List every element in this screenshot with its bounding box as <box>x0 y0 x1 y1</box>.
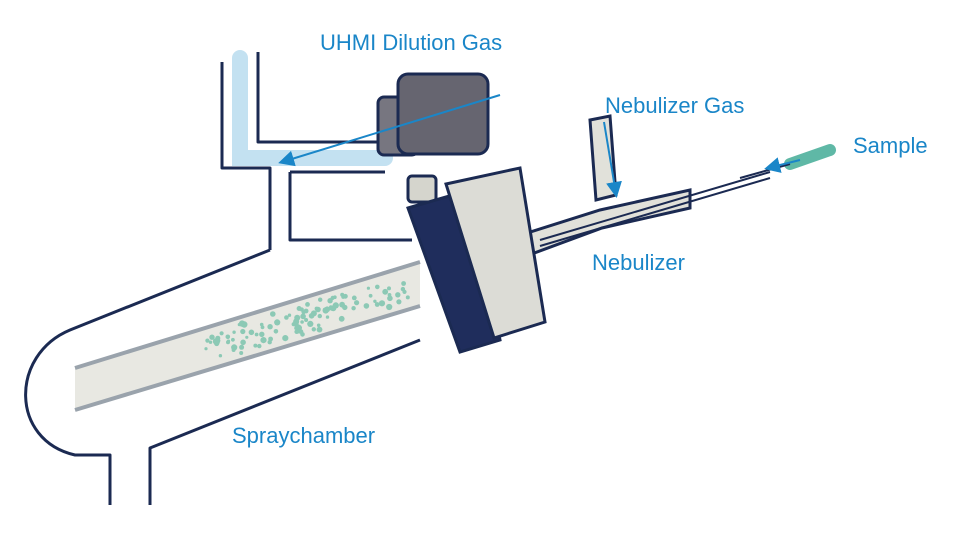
aerosol-droplet <box>209 334 215 340</box>
aerosol-droplet <box>208 340 213 344</box>
aerosol-droplet <box>297 330 301 334</box>
aerosol-droplet <box>260 325 265 330</box>
aerosol-droplet <box>260 337 267 344</box>
aerosol-droplet <box>259 331 265 337</box>
label-nebulizer: Nebulizer <box>592 250 685 275</box>
aerosol-droplet <box>330 305 337 312</box>
aerosol-droplet <box>240 328 246 335</box>
aerosol-droplet <box>300 313 306 320</box>
aerosol-droplet <box>240 339 246 346</box>
end-cap <box>406 166 547 354</box>
aerosol-droplet <box>387 295 393 302</box>
aerosol-droplet <box>354 300 360 306</box>
aerosol-droplet <box>204 347 208 351</box>
aerosol-droplet <box>351 306 356 311</box>
aerosol-droplet <box>395 292 401 298</box>
aerosol-droplet <box>259 322 264 327</box>
aerosol-droplet <box>219 331 224 336</box>
aerosol-droplet <box>238 320 246 327</box>
aerosol-droplet <box>273 329 279 334</box>
aerosol-droplet <box>304 318 309 322</box>
aerosol-droplet <box>374 302 380 307</box>
aerosol-droplet <box>341 295 346 299</box>
aerosol-droplet <box>402 289 407 294</box>
aerosol-droplet <box>215 335 221 341</box>
aerosol-droplet <box>305 302 310 307</box>
aerosol-droplet <box>322 307 329 314</box>
aerosol-droplet <box>282 335 289 342</box>
aerosol-droplet <box>294 326 298 330</box>
dilution-gas-glow <box>232 50 393 166</box>
aerosol-droplet <box>257 343 262 349</box>
aerosol-droplet <box>351 295 357 301</box>
label-sample: Sample <box>853 133 928 158</box>
aerosol-droplet <box>401 281 406 286</box>
nebulizer-assembly <box>503 114 771 264</box>
sample-arrow <box>764 157 801 173</box>
aerosol-droplet <box>239 351 244 355</box>
label-nebulizer-gas: Nebulizer Gas <box>605 93 744 118</box>
aerosol-droplet <box>375 284 380 290</box>
aerosol-droplet <box>339 301 345 308</box>
aerosol-droplet <box>218 354 223 358</box>
dilution-gas-arrow <box>278 94 501 167</box>
aerosol-droplet <box>316 323 321 328</box>
aerosol-droplet <box>325 315 330 319</box>
aerosol-droplet <box>382 288 389 295</box>
aerosol-droplet <box>405 295 410 300</box>
aerosol-droplet <box>368 293 373 298</box>
aerosol-droplet <box>294 314 301 321</box>
aerosol-droplet <box>301 310 306 315</box>
aerosol-droplet <box>300 332 305 337</box>
aerosol-droplet <box>268 336 273 342</box>
aerosol-droplet <box>386 303 393 311</box>
aerosol-droplet <box>293 319 299 326</box>
aerosol-droplet <box>253 343 258 348</box>
aerosol-droplet <box>307 320 314 327</box>
aerosol-droplet <box>274 319 281 326</box>
aerosol-droplet <box>267 324 273 330</box>
aerosol-droplet <box>311 327 316 332</box>
aerosol-droplet <box>284 315 289 320</box>
aerosol-droplet <box>338 315 345 322</box>
aerosol-droplet <box>327 298 333 304</box>
aerosol-droplet <box>245 335 249 339</box>
aerosol-droplet <box>232 330 236 334</box>
aerosol-droplet <box>226 339 231 343</box>
aerosol-droplet <box>270 311 276 317</box>
aerosol-droplet <box>314 306 319 311</box>
aerosol-droplet <box>316 326 323 333</box>
aerosol-droplet <box>231 344 238 351</box>
aerosol-droplet <box>287 313 292 317</box>
aerosol-droplet <box>387 286 391 291</box>
nebulizer-gas-arrow <box>603 121 622 198</box>
aerosol-droplet <box>239 344 245 350</box>
aerosol-droplet <box>318 297 323 302</box>
label-spraychamber: Spraychamber <box>232 423 375 448</box>
aerosol-droplet <box>308 313 315 319</box>
dilution-gas-connector <box>376 72 490 157</box>
aerosol-droplet <box>231 337 235 342</box>
aerosol-droplet <box>300 320 304 324</box>
aerosol-droplet <box>363 303 370 309</box>
aerosol-droplet <box>396 299 402 305</box>
aerosol-droplet <box>373 299 377 303</box>
aerosol-droplet <box>254 332 259 337</box>
aerosol-droplet <box>225 334 231 340</box>
aerosol-droplet <box>248 329 255 336</box>
spraychamber-body <box>24 52 421 505</box>
aerosol-droplet <box>317 313 322 319</box>
label-uhmi-dilution-gas: UHMI Dilution Gas <box>320 30 502 55</box>
aerosol-droplets <box>204 281 410 358</box>
aerosol-droplet <box>205 338 210 343</box>
aerosol-droplet <box>378 300 386 307</box>
aerosol-droplet <box>366 286 370 290</box>
